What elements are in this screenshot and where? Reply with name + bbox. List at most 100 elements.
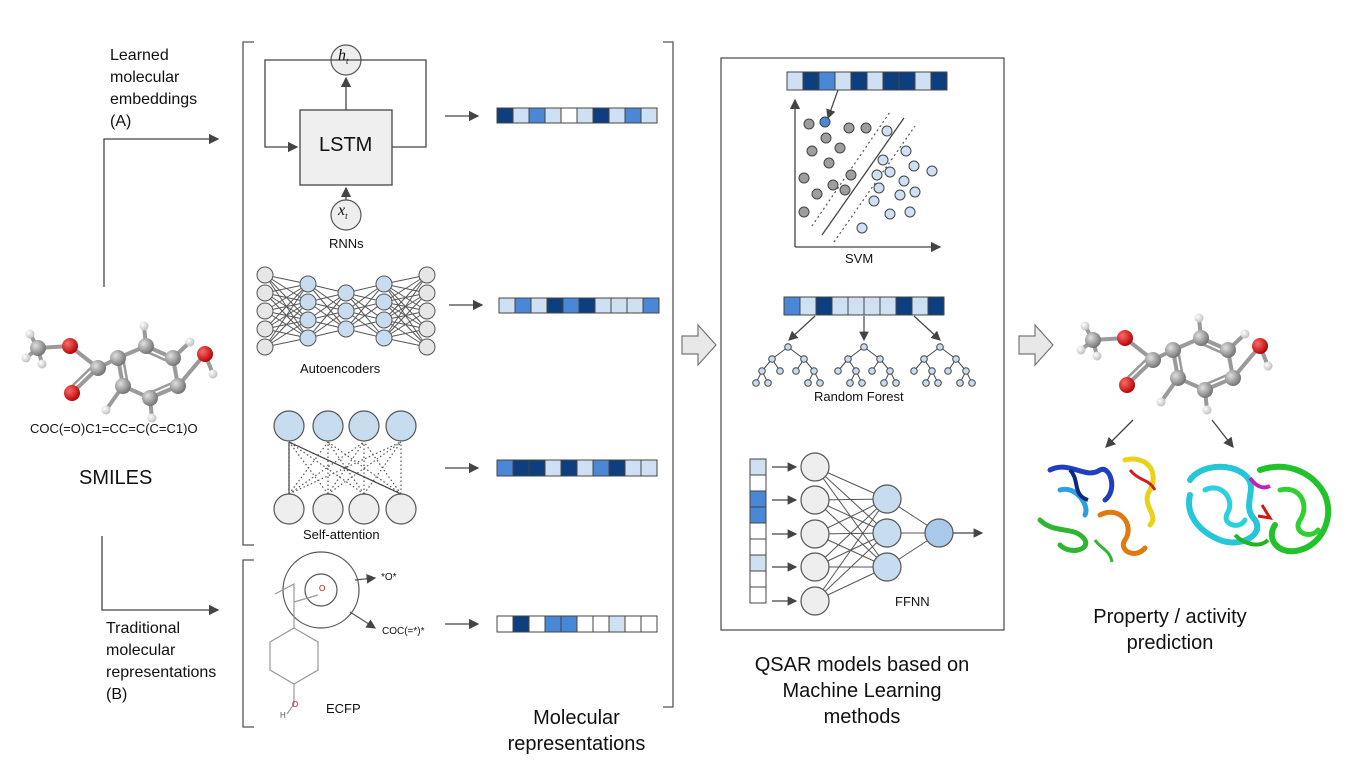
- attention-link: [288, 441, 365, 495]
- lstm-box: [299, 109, 393, 186]
- traditional-label: Traditional molecular representations (B…: [106, 618, 216, 706]
- tree-node: [868, 367, 876, 375]
- svm-point-class-b: [908, 160, 920, 172]
- vector-cell: [624, 459, 642, 477]
- query-node: [312, 410, 344, 442]
- hydrogen-atom: [1080, 321, 1090, 331]
- vector-cell: [512, 459, 530, 477]
- ffnn-label: FFNN: [895, 594, 930, 609]
- hydrogen-atom: [1202, 405, 1212, 415]
- tree-node: [892, 379, 900, 387]
- carbon-atom: [142, 390, 158, 406]
- hydrogen-atom: [25, 329, 35, 339]
- query-node: [348, 410, 380, 442]
- tree-node: [920, 355, 928, 363]
- hidden-node: [872, 484, 902, 514]
- ffnn-network: [772, 452, 984, 616]
- learned-label-line1: Learned: [110, 47, 169, 64]
- tree-node: [800, 355, 808, 363]
- hydrogen-atom: [1076, 345, 1086, 355]
- traditional-label-line1: Traditional: [106, 620, 181, 637]
- svm-point-class-a: [820, 132, 832, 144]
- vector-cell: [560, 615, 578, 633]
- tree-node: [776, 367, 784, 375]
- vector-cell: [544, 459, 562, 477]
- connection: [814, 498, 888, 568]
- molecule-3d-right: [1076, 313, 1273, 415]
- vector-cell: [528, 459, 546, 477]
- tree-arrow: [913, 315, 941, 341]
- vector-cell: [749, 506, 767, 524]
- vector-cell: [834, 71, 852, 91]
- input-node: [800, 519, 830, 549]
- vector-cell: [911, 296, 929, 316]
- traditional-label-line3: representations: [106, 664, 217, 681]
- input-node: [800, 452, 830, 482]
- connection: [383, 274, 428, 321]
- query-node: [273, 410, 305, 442]
- vector-cell: [786, 71, 804, 91]
- svm-point-class-a: [811, 188, 823, 200]
- hydrogen-atom: [1092, 351, 1102, 361]
- random-forest-trees: [752, 315, 976, 387]
- vector-svm: [786, 71, 948, 91]
- svm-point-class-b: [926, 165, 938, 177]
- representations-title-line2: representations: [507, 733, 646, 755]
- vector-cell: [512, 615, 530, 633]
- carbon-atom: [1193, 330, 1209, 346]
- vector-cell: [624, 107, 642, 124]
- vector-cell: [847, 296, 865, 316]
- carbon-atom: [90, 360, 106, 376]
- qsar-title-line1: QSAR models based on: [754, 654, 970, 676]
- svm-point-class-a: [860, 122, 872, 134]
- vector-random-forest: [783, 296, 945, 316]
- node: [337, 284, 355, 302]
- vector-ffnn: [749, 458, 767, 604]
- vector-cell: [528, 615, 546, 633]
- ecfp-diagram: [269, 551, 377, 715]
- svm-point-class-b: [871, 169, 883, 181]
- attention-link: [363, 441, 402, 495]
- tree-node: [768, 355, 776, 363]
- qsar-title-line2: Machine Learning: [782, 680, 942, 702]
- vector-cell: [608, 107, 626, 124]
- tree-node: [928, 367, 936, 375]
- tree-node: [764, 379, 772, 387]
- attention-link: [327, 441, 365, 495]
- h-node-label: ht: [338, 47, 349, 67]
- hydrogen-atom: [208, 369, 218, 379]
- vector-cell: [850, 71, 868, 91]
- tree-node: [968, 379, 976, 387]
- vector-cell: [576, 459, 594, 477]
- random-forest-label: Random Forest: [814, 389, 904, 404]
- node: [299, 311, 317, 329]
- node: [418, 302, 436, 320]
- node: [418, 338, 436, 356]
- vector-cell: [608, 615, 626, 633]
- learned-label-line4: (A): [110, 113, 132, 130]
- vector-cell: [576, 615, 594, 633]
- node: [256, 266, 274, 284]
- attention-link: [288, 441, 365, 495]
- tree-node: [962, 367, 970, 375]
- tree-node: [758, 367, 766, 375]
- node: [299, 329, 317, 347]
- hydrogen-atom: [1263, 361, 1273, 371]
- key-node: [385, 493, 417, 525]
- node: [418, 320, 436, 338]
- vector-cell: [560, 459, 578, 477]
- vector-cell: [930, 71, 948, 91]
- connection: [814, 498, 888, 602]
- vector-cell: [594, 297, 612, 314]
- vector-cell: [592, 615, 610, 633]
- vector-cell: [560, 107, 578, 124]
- attention-link: [327, 441, 402, 495]
- svm-point-class-b: [881, 125, 893, 137]
- node: [375, 293, 393, 311]
- smiles-string: COC(=O)C1=CC=C(C=C1)O: [30, 421, 198, 436]
- tree-node: [944, 367, 952, 375]
- branch-arrow-learned: [103, 133, 220, 287]
- tree-node: [956, 379, 964, 387]
- prediction-title-line1: Property / activity: [1093, 606, 1247, 628]
- query-node: [385, 410, 417, 442]
